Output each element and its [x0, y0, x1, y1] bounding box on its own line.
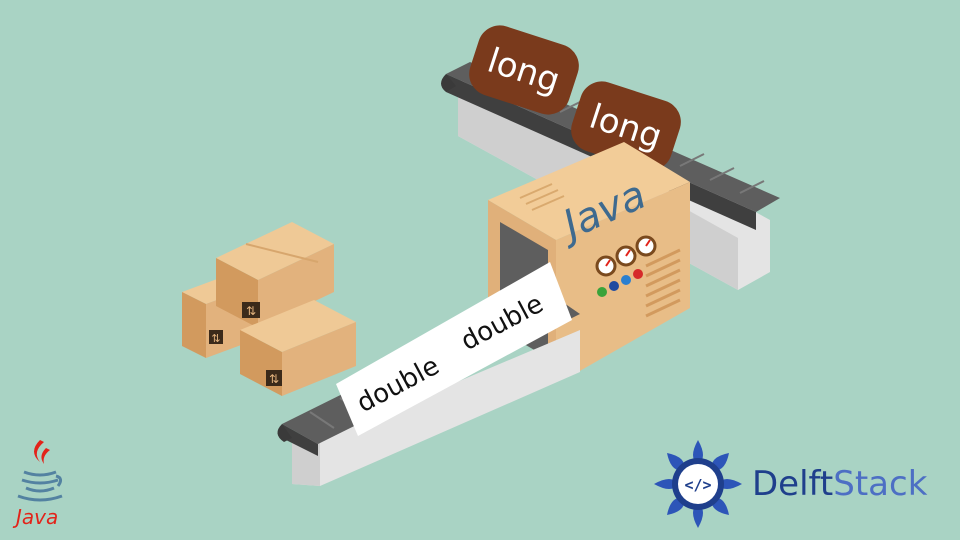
- svg-text:⇅: ⇅: [246, 304, 256, 318]
- box-top: ⇅: [216, 222, 334, 328]
- svg-text:</>: </>: [684, 476, 711, 494]
- java-logo-label: Java: [12, 505, 58, 529]
- box-front-right: ⇅: [240, 300, 356, 396]
- machine-buttons: [597, 269, 643, 297]
- long-item-1: long: [469, 25, 579, 115]
- svg-text:⇅: ⇅: [211, 332, 220, 345]
- java-logo: Java: [10, 438, 70, 530]
- brand-name: DelftStack: [752, 464, 927, 504]
- java-coffee-cup-icon: Java: [12, 440, 63, 529]
- brand-name-part1: Delft: [752, 464, 834, 504]
- box-stack: ⇅ ⇅ ⇅: [182, 222, 356, 396]
- delftstack-brand: </> DelftStack: [650, 438, 955, 530]
- delftstack-mandala-code-icon: </>: [654, 440, 742, 528]
- brand-name-part2: Stack: [833, 464, 928, 504]
- machine-gauges: [595, 235, 657, 277]
- svg-text:⇅: ⇅: [269, 372, 279, 386]
